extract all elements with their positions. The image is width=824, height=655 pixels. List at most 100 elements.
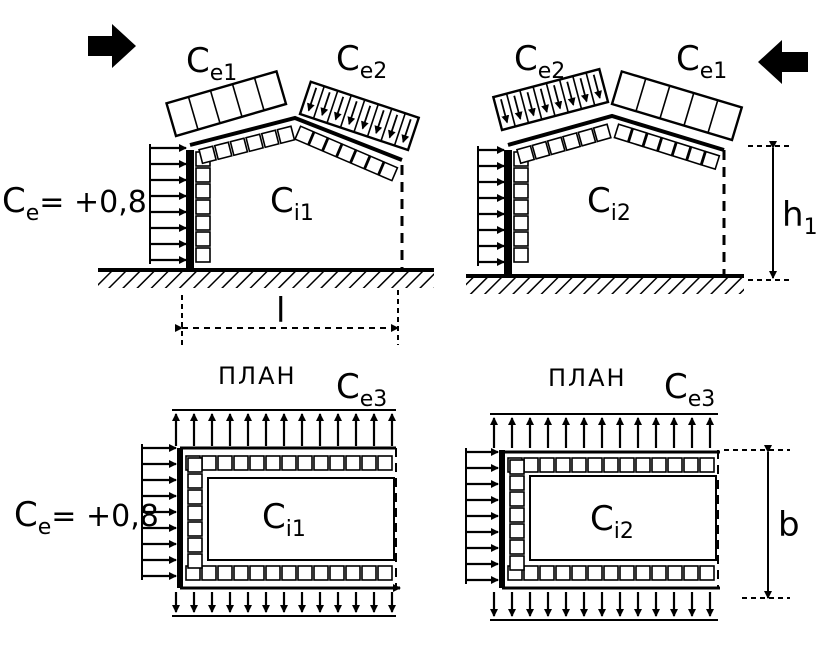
pressure-grid-internal [507,457,715,581]
pressure-cell [260,129,280,149]
pressure-cell [249,565,265,581]
pressure-divider [659,85,671,119]
pressure-cell [187,489,203,505]
pressure-grid-internal [513,123,721,263]
pressure-arrows-ce3-bottom [172,592,396,617]
pressure-cell [361,455,377,471]
pressure-cell [699,457,715,473]
pressure-cell [667,457,683,473]
label-ci2-bottom: Ci2 [590,499,634,544]
pressure-divider [312,85,326,119]
pressure-cell [619,457,635,473]
pressure-divider [209,90,221,124]
ground-hatch [98,270,434,288]
pressure-cell [213,141,233,161]
pressure-arrow [401,119,412,144]
pressure-divider [353,99,366,133]
pressure-outline [165,69,288,138]
pressure-cell [613,123,633,143]
pressure-divider [558,79,570,113]
label-ce1-left: Ce1 [186,41,237,86]
pressure-cell [195,215,211,231]
pressure-cell [233,565,249,581]
pressure-arrow [307,87,318,112]
pressure-arrow [553,85,563,110]
label-ci1-top: Ci1 [270,181,314,226]
pressure-cell [509,459,525,475]
pressure-divider [505,93,517,127]
pressure-cell [350,149,371,170]
pressure-cell [539,457,555,473]
pressure-arrow [334,96,345,121]
pressure-cell [195,183,211,199]
pressure-cell [700,150,721,171]
pressure-cell [667,565,683,581]
pressure-divider [187,96,199,130]
pressure-cell [201,455,217,471]
pressure-arrow [592,74,602,99]
pressure-cell [195,199,211,215]
label-ce-top: Ce= +0,8 [2,181,147,226]
pressure-arrows-windward [477,146,505,266]
pressure-cell [513,167,529,183]
pressure-arrows-ce3-top [172,409,396,446]
roof-line [189,115,403,162]
pressure-cell [627,127,648,148]
pressure-cell [577,127,597,147]
pressure-cell [345,565,361,581]
pressure-cell [699,565,715,581]
pressure-cell [651,565,667,581]
pressure-cell [329,455,345,471]
pressure-divider [393,112,407,146]
pressure-cell [377,565,393,581]
pressure-cell [571,457,587,473]
pressure-arrow [579,78,589,103]
pressure-arrow [513,95,523,120]
pressure-divider [380,108,393,142]
pressure-arrow [566,81,576,106]
pressure-cell [531,140,551,160]
pressure-divider [532,86,543,120]
pressure-cell [198,145,218,165]
pressure-cell [651,457,667,473]
pressure-cell [603,457,619,473]
plan-building-right [465,413,790,621]
label-ce3-left: Ce3 [336,367,387,412]
pressure-cell [233,455,249,471]
pressure-arrows-windward [149,144,187,264]
section-building-left [98,69,434,345]
pressure-cell [329,565,345,581]
pressure-cell [195,167,211,183]
label-ce1-right: Ce1 [676,39,727,84]
pressure-cell [619,565,635,581]
roof-line [507,113,725,152]
pressure-cell [217,455,233,471]
pressure-cell [276,125,296,145]
pressure-divider [707,100,719,134]
pressure-cell [561,131,582,152]
roof-pressure-block [491,67,610,132]
pressure-cell [281,565,297,581]
plan-inner-room [529,475,717,561]
pressure-cell [587,457,603,473]
pressure-cell [515,144,536,165]
pressure-arrow [347,101,358,126]
pressure-arrow [361,105,372,130]
pressure-arrows-windward [465,448,499,584]
pressure-cell [308,131,329,152]
pressure-cell [513,231,529,247]
pressure-cell [345,455,361,471]
pressure-divider [585,72,596,106]
pressure-outline [610,69,744,142]
pressure-block-ce1 [165,69,288,138]
pressure-cell [217,565,233,581]
pressure-cell [187,457,203,473]
pressure-arrow [374,110,385,135]
pressure-cell [322,137,343,158]
pressure-cell [571,565,587,581]
pressure-cell [297,565,313,581]
pressure-cell [513,199,529,215]
pressure-divider [572,75,583,110]
pressure-cell [509,539,525,555]
pressure-cell [187,553,203,569]
